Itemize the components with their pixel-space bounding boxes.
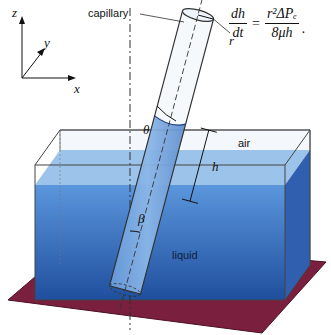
liquid-side bbox=[285, 150, 310, 300]
capillary-leader bbox=[140, 14, 184, 22]
tank-edge bbox=[285, 130, 310, 300]
part-label: capillary bbox=[88, 8, 128, 19]
radius-line bbox=[198, 15, 214, 19]
equation: dhdt=r²ΔPₑ8μh. bbox=[226, 6, 306, 41]
equals-sign: = bbox=[252, 16, 260, 32]
capillary-tube bbox=[110, 11, 214, 294]
period: . bbox=[302, 21, 306, 37]
numerator: dh bbox=[229, 6, 247, 24]
axis-label: y bbox=[44, 36, 50, 49]
denominator: 8μh bbox=[269, 24, 294, 41]
region-label: liquid bbox=[172, 250, 198, 261]
numerator: r²ΔPₑ bbox=[265, 6, 299, 24]
dimension-label: h bbox=[212, 160, 219, 173]
radius-leader bbox=[214, 19, 231, 33]
h-tick bbox=[182, 199, 198, 203]
h-tick bbox=[201, 128, 217, 132]
angle-label: β bbox=[138, 212, 144, 225]
axis-label: z bbox=[12, 6, 17, 19]
tube-opening bbox=[181, 6, 214, 24]
contact-angle-arc bbox=[157, 106, 176, 121]
axes bbox=[19, 16, 76, 81]
dimension-label: r bbox=[229, 34, 234, 47]
angle-label: θ bbox=[143, 123, 149, 136]
region-label: air bbox=[238, 138, 250, 149]
h-dimension bbox=[190, 130, 209, 201]
tube-axis bbox=[120, 0, 203, 309]
beta-arc bbox=[130, 231, 140, 232]
fraction: r²ΔPₑ8μh bbox=[265, 6, 299, 41]
tank-hidden-edge bbox=[60, 130, 61, 265]
axis-label: x bbox=[74, 82, 80, 95]
